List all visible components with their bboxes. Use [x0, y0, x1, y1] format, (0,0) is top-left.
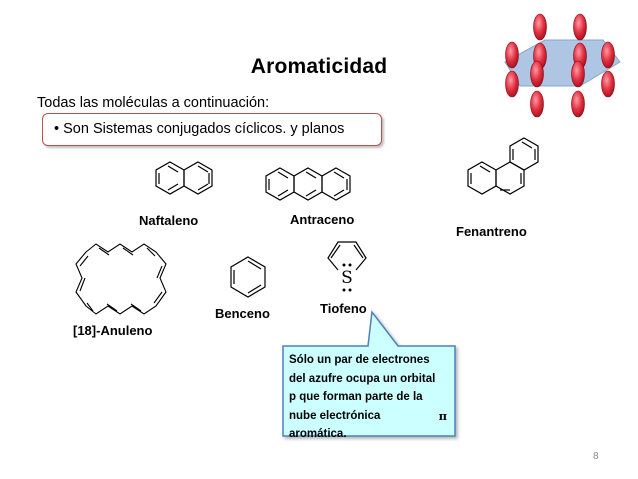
callout-box [282, 310, 456, 437]
naftaleno-label: Naftaleno [139, 213, 199, 228]
p-orbital [505, 41, 519, 98]
page-number: 8 [593, 451, 599, 462]
antraceno-label: Antraceno [290, 212, 355, 227]
callout-line: aromática. [289, 428, 347, 440]
fenantreno-structure [467, 137, 539, 195]
sulfur-lone-pairs [342, 263, 352, 292]
p-orbital [530, 60, 544, 118]
antraceno-structure [265, 167, 351, 201]
bullet-text: Son Sistemas conjugados cíclicos. y plan… [63, 121, 345, 137]
p-orbital [571, 60, 585, 118]
callout-line-text: nube electrónica [289, 409, 381, 422]
callout-line: p que forman parte de la [289, 391, 423, 403]
sulfur-atom-label: S [341, 268, 353, 288]
callout-line: π nube electrónica [289, 407, 447, 426]
tiofeno-label: Tiofeno [320, 301, 367, 316]
subtitle: Todas las moléculas a continuación: [37, 95, 270, 111]
naftaleno-structure [155, 161, 213, 195]
benceno-structure [230, 256, 266, 298]
fenantreno-label: Fenantreno [456, 224, 527, 239]
bullet-box: • Son Sistemas conjugados cíclicos. y pl… [42, 113, 382, 146]
tiofeno-structure [327, 241, 367, 271]
benceno-label: Benceno [215, 306, 270, 321]
anuleno-structure [75, 243, 167, 315]
bullet-item: • Son Sistemas conjugados cíclicos. y pl… [54, 121, 345, 137]
pi-symbol: π [438, 408, 447, 423]
callout-line: Sólo un par de electrones [289, 354, 430, 366]
callout-line: del azufre ocupa un orbital [289, 372, 436, 385]
p-orbital [601, 41, 615, 98]
page-title: Aromaticidad [250, 55, 388, 78]
callout-text: Sólo un par de electrones del azufre ocu… [289, 351, 447, 444]
anuleno-label: [18]-Anuleno [73, 323, 153, 338]
benzene-p-orbitals-illustration [504, 13, 621, 118]
